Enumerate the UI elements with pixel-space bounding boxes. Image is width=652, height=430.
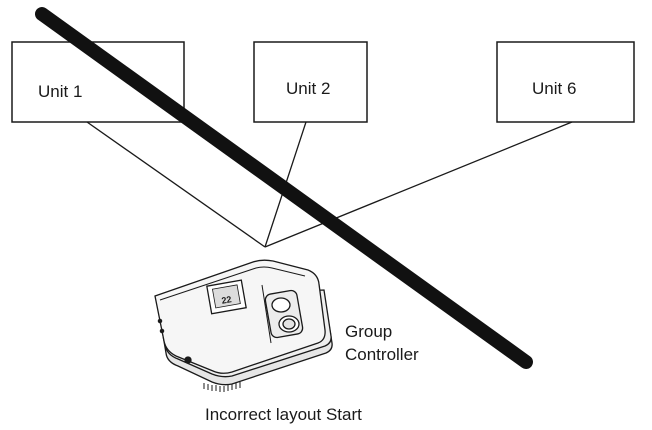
unit-2-label: Unit 2 — [286, 79, 330, 98]
display-value: 22 — [221, 294, 233, 306]
group-controller-label-line1: Group — [345, 322, 392, 341]
diagram-caption: Incorrect layout Start — [205, 405, 362, 424]
unit-2-box: Unit 2 — [253, 41, 368, 123]
group-controller-label-line2: Controller — [345, 345, 419, 364]
unit-1-label: Unit 1 — [38, 82, 82, 101]
unit-6-label: Unit 6 — [532, 79, 576, 98]
strike-through-line — [35, 7, 533, 369]
wire-unit-1 — [86, 121, 266, 248]
wire-unit-6 — [264, 121, 573, 248]
thermostat-device-icon: 22 — [154, 259, 333, 392]
unit-6-box: Unit 6 — [496, 41, 635, 123]
vent-slots — [203, 382, 241, 392]
